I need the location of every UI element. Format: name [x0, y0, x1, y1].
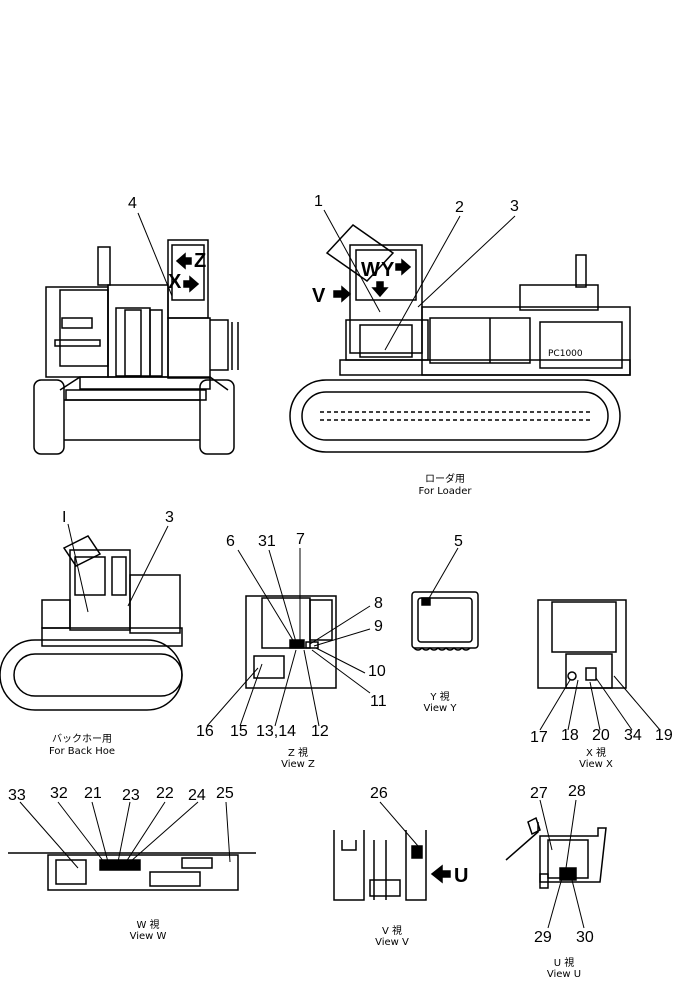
caption-view-y-en: View Y [423, 703, 457, 714]
callout-32: 32 [50, 785, 68, 802]
arrow-right-w [395, 258, 412, 276]
model-plate: PC1000 [548, 349, 583, 359]
letter-z: Z [194, 250, 207, 272]
caption-backhoe-en: For Back Hoe [48, 746, 116, 757]
letter-x: X [168, 271, 182, 293]
callout-6: 6 [226, 533, 235, 550]
callout-10: 10 [368, 663, 386, 680]
callout-16: 16 [196, 723, 214, 740]
backhoe-machine [0, 535, 183, 711]
caption-view-v-jp: V 視 [381, 926, 403, 937]
arrow-down-y [371, 281, 389, 298]
caption-view-x-jp: X 視 [585, 748, 607, 759]
callout-28: 28 [568, 783, 586, 800]
caption-view-x-en: View X [579, 759, 613, 770]
callout-31: 31 [258, 533, 276, 550]
leader-lines-view-w [19, 801, 231, 869]
callout-11: 11 [370, 693, 387, 710]
caption-view-v-en: View V [375, 937, 409, 948]
view-y-window [411, 591, 479, 651]
callout-15: 15 [230, 723, 248, 740]
caption-view-w-jp: W 視 [136, 920, 160, 931]
view-u-detail [505, 816, 607, 889]
callout-34: 34 [624, 727, 642, 744]
callout-5: 5 [454, 533, 463, 550]
caption-view-u-jp: U 視 [553, 958, 575, 969]
callout-29: 29 [534, 929, 552, 946]
leader-lines-view-u [539, 799, 585, 929]
callout-7: 7 [296, 531, 305, 548]
callout-9: 9 [374, 618, 383, 635]
side-view-machine [289, 224, 631, 453]
caption-backhoe-jp: バックホー用 [52, 734, 112, 745]
caption-view-u-en: View U [546, 969, 582, 980]
letter-v: V [312, 285, 326, 307]
callout-27: 27 [530, 785, 548, 802]
front-view-machine [33, 239, 239, 455]
callout-26: 26 [370, 785, 388, 802]
view-z-cab [245, 595, 337, 689]
callout-13-14: 13,14 [256, 723, 297, 740]
view-v-detail [333, 830, 427, 901]
view-x-cab [537, 599, 627, 689]
leader-lines-view-z [206, 548, 371, 727]
arrow-left-z [175, 252, 192, 270]
leader-line-view-y [427, 547, 459, 601]
callout-I: I [62, 509, 67, 526]
callout-3-backhoe: 3 [165, 509, 174, 526]
callout-25: 25 [216, 785, 234, 802]
caption-view-z-en: View Z [281, 759, 315, 770]
callout-30: 30 [576, 929, 594, 946]
arrow-left-u [430, 864, 451, 884]
leader-lines-backhoe [67, 523, 169, 613]
callout-33: 33 [8, 787, 26, 804]
arrow-right-v [333, 285, 352, 303]
caption-view-z-jp: Z 視 [287, 748, 309, 759]
caption-loader-en: For Loader [418, 486, 472, 497]
leader-lines-top [137, 209, 516, 351]
leader-line-view-v [379, 801, 419, 847]
callout-4: 4 [128, 195, 137, 212]
callout-3: 3 [510, 198, 519, 215]
callout-19: 19 [655, 727, 673, 744]
callout-20: 20 [592, 727, 610, 744]
callout-22: 22 [156, 785, 174, 802]
callout-1: 1 [314, 193, 323, 210]
letter-w: W [361, 259, 380, 281]
caption-loader-jp: ローダ用 [425, 474, 465, 485]
letter-u: U [454, 865, 469, 887]
callout-21: 21 [84, 785, 102, 802]
callout-8: 8 [374, 595, 383, 612]
callout-2: 2 [455, 199, 464, 216]
caption-view-y-jp: Y 視 [430, 692, 450, 703]
callout-24: 24 [188, 787, 206, 804]
caption-view-w-en: View W [129, 931, 167, 942]
callout-23: 23 [122, 787, 140, 804]
leader-lines-view-x [539, 675, 661, 731]
callout-17: 17 [530, 729, 548, 746]
view-w-underside [8, 852, 256, 891]
letter-y: Y [381, 259, 395, 281]
callout-12: 12 [311, 723, 329, 740]
callout-18: 18 [561, 727, 579, 744]
arrow-right-x [183, 275, 200, 293]
